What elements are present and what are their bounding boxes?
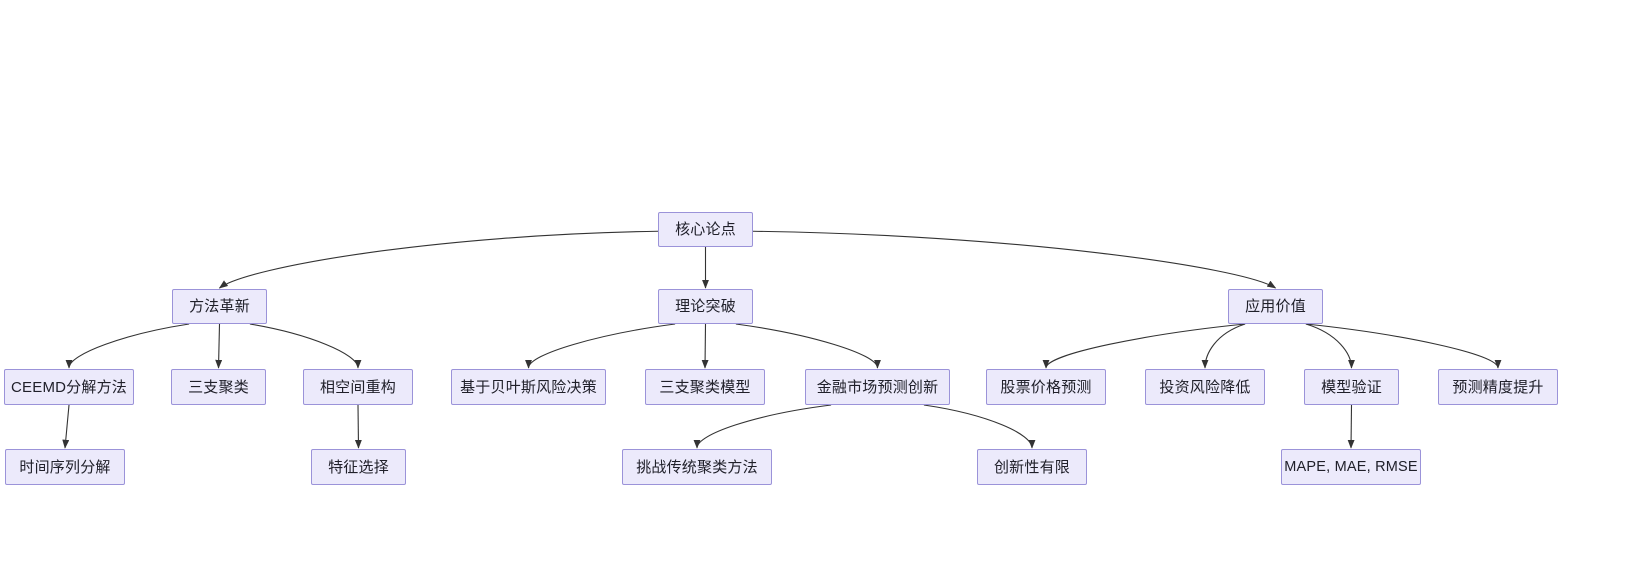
node-label: 金融市场预测创新 <box>816 378 939 396</box>
edge-n6-to-n13 <box>693 404 832 449</box>
edge-branch1-to-n3 <box>249 323 362 369</box>
node-branch1[interactable]: 方法革新 <box>172 289 267 324</box>
node-label: 创新性有限 <box>993 458 1070 476</box>
node-n4[interactable]: 基于贝叶斯风险决策 <box>451 369 606 405</box>
node-n1[interactable]: CEEMD分解方法 <box>4 369 134 405</box>
node-branch2[interactable]: 理论突破 <box>658 289 753 324</box>
edge-paths <box>62 230 1502 449</box>
edge-n6-to-n14 <box>923 404 1036 449</box>
node-n12[interactable]: 特征选择 <box>311 449 406 485</box>
node-label: 相空间重构 <box>319 378 396 396</box>
node-label: MAPE, MAE, RMSE <box>1284 458 1418 475</box>
edge-branch2-to-n4 <box>525 323 676 369</box>
edge-root-to-branch3 <box>752 230 1277 289</box>
edge-branch2-to-n5 <box>701 323 709 369</box>
node-n7[interactable]: 股票价格预测 <box>986 369 1106 405</box>
node-n10[interactable]: 预测精度提升 <box>1438 369 1558 405</box>
edge-branch3-to-n9 <box>1305 323 1355 369</box>
node-n11[interactable]: 时间序列分解 <box>5 449 125 485</box>
edge-branch3-to-n7 <box>1042 323 1246 369</box>
node-label: 三支聚类模型 <box>659 378 751 396</box>
node-label: 核心论点 <box>675 221 736 238</box>
node-label: CEEMD分解方法 <box>11 378 127 396</box>
node-label: 三支聚类 <box>188 378 249 396</box>
node-label: 挑战传统聚类方法 <box>636 458 758 476</box>
edge-n3-to-n12 <box>354 404 362 449</box>
node-label: 基于贝叶斯风险决策 <box>460 378 597 396</box>
node-label: 投资风险降低 <box>1159 378 1251 396</box>
node-n15[interactable]: MAPE, MAE, RMSE <box>1281 449 1421 485</box>
edge-branch2-to-n6 <box>735 323 881 369</box>
node-n9[interactable]: 模型验证 <box>1304 369 1399 405</box>
node-label: 股票价格预测 <box>1000 378 1092 396</box>
edge-branch1-to-n1 <box>65 323 190 369</box>
edge-branch3-to-n10 <box>1305 323 1502 369</box>
edge-branch1-to-n2 <box>215 323 223 369</box>
node-n14[interactable]: 创新性有限 <box>977 449 1087 485</box>
node-label: 时间序列分解 <box>19 458 111 476</box>
node-label: 特征选择 <box>328 458 389 476</box>
node-n5[interactable]: 三支聚类模型 <box>645 369 765 405</box>
edge-n9-to-n15 <box>1347 404 1355 449</box>
node-n2[interactable]: 三支聚类 <box>171 369 266 405</box>
node-label: 应用价值 <box>1245 298 1306 315</box>
node-label: 方法革新 <box>189 298 250 315</box>
edge-branch3-to-n8 <box>1201 323 1246 369</box>
node-n13[interactable]: 挑战传统聚类方法 <box>622 449 772 485</box>
node-n6[interactable]: 金融市场预测创新 <box>805 369 950 405</box>
node-label: 预测精度提升 <box>1452 378 1544 396</box>
node-n3[interactable]: 相空间重构 <box>303 369 413 405</box>
node-label: 模型验证 <box>1321 378 1382 396</box>
node-branch3[interactable]: 应用价值 <box>1228 289 1323 324</box>
node-label: 理论突破 <box>675 298 736 315</box>
edge-n1-to-n11 <box>62 404 70 449</box>
node-root[interactable]: 核心论点 <box>658 212 753 247</box>
edge-root-to-branch1 <box>218 230 659 289</box>
node-n8[interactable]: 投资风险降低 <box>1145 369 1265 405</box>
